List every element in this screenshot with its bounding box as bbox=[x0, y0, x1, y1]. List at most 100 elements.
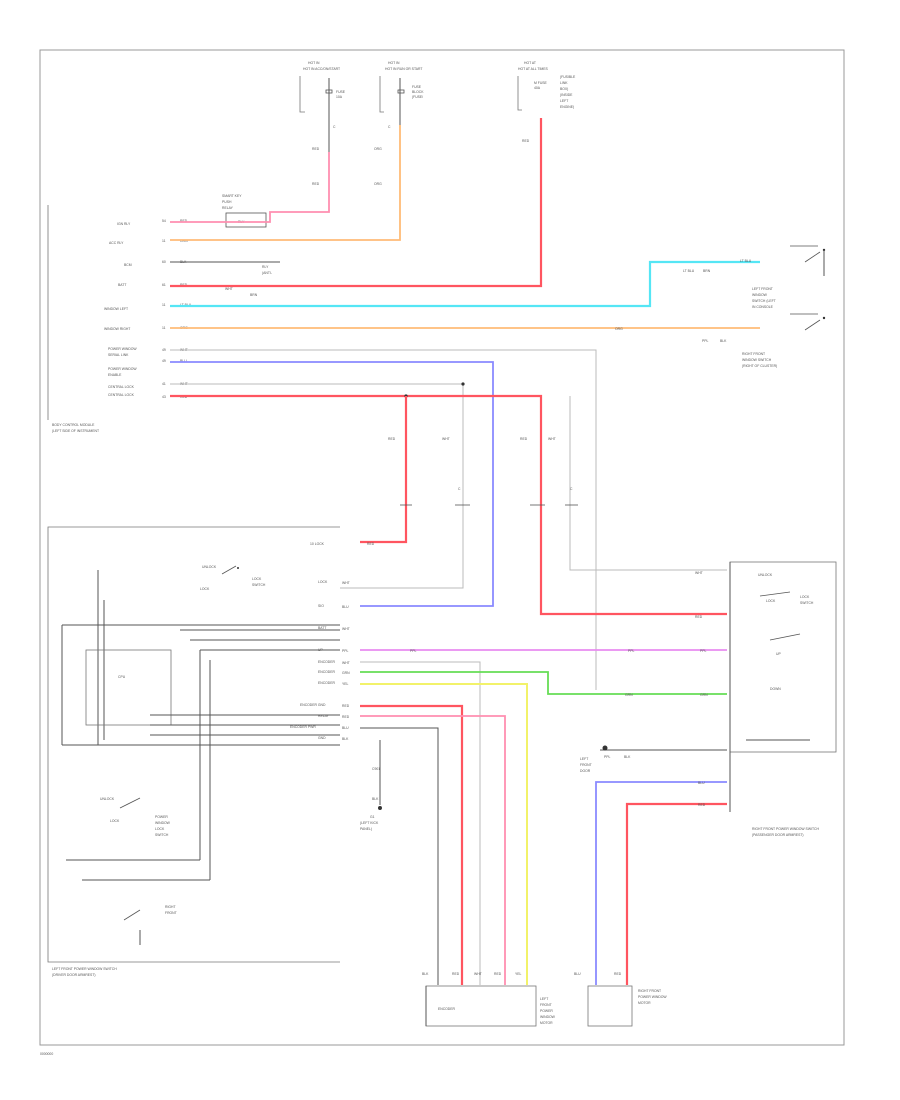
svg-text:WINDOW: WINDOW bbox=[540, 1015, 556, 1019]
svg-text:ENCODER PWR: ENCODER PWR bbox=[290, 725, 316, 729]
svg-text:WINDOW SWITCH: WINDOW SWITCH bbox=[742, 358, 772, 362]
svg-text:LINK: LINK bbox=[560, 81, 568, 85]
svg-text:LOCK: LOCK bbox=[110, 819, 120, 823]
svg-text:RED: RED bbox=[367, 542, 375, 546]
svg-text:BRN: BRN bbox=[250, 293, 258, 297]
svg-text:POWER: POWER bbox=[540, 1009, 553, 1013]
svg-text:C901: C901 bbox=[372, 767, 380, 771]
svg-text:FRONT: FRONT bbox=[540, 1003, 552, 1007]
svg-text:RED: RED bbox=[520, 437, 528, 441]
svg-text:UNLOCK: UNLOCK bbox=[202, 565, 217, 569]
svg-text:ENABLE: ENABLE bbox=[108, 373, 122, 377]
svg-text:60: 60 bbox=[162, 260, 166, 264]
svg-text:RIGHT FRONT POWER WINDOW SWITC: RIGHT FRONT POWER WINDOW SWITCH bbox=[752, 827, 819, 831]
svg-text:WHT: WHT bbox=[442, 437, 450, 441]
svg-text:PPL: PPL bbox=[702, 339, 709, 343]
body-control-module: IGN RLY ACC RLY BCM BATT WINDOW LEFT WIN… bbox=[47, 205, 137, 433]
svg-text:LOCK: LOCK bbox=[800, 595, 810, 599]
svg-text:PPL: PPL bbox=[604, 755, 611, 759]
right-motor: RIGHT FRONT POWER WINDOW MOTOR BLU RED bbox=[574, 972, 667, 1027]
svg-text:43: 43 bbox=[162, 395, 166, 399]
svg-text:61: 61 bbox=[162, 283, 166, 287]
svg-text:C: C bbox=[388, 125, 391, 129]
svg-text:DOWN: DOWN bbox=[770, 687, 781, 691]
wire-blue-motor bbox=[595, 781, 727, 985]
svg-text:ORG: ORG bbox=[374, 147, 382, 151]
svg-text:RIGHT FRONT: RIGHT FRONT bbox=[638, 989, 661, 993]
wire-red-batt bbox=[170, 118, 543, 288]
svg-text:ENCODER GND: ENCODER GND bbox=[300, 703, 326, 707]
wire-orange bbox=[170, 125, 401, 241]
svg-text:ACC RLY: ACC RLY bbox=[109, 241, 124, 245]
svg-text:UP: UP bbox=[776, 652, 781, 656]
svg-text:BLK: BLK bbox=[624, 755, 631, 759]
svg-text:SWITCH (LEFT: SWITCH (LEFT bbox=[752, 299, 776, 303]
svg-text:IN CONSOLE: IN CONSOLE bbox=[752, 305, 774, 309]
wire-white-serial bbox=[170, 349, 597, 690]
svg-text:RED: RED bbox=[312, 182, 320, 186]
svg-text:BLK: BLK bbox=[372, 797, 379, 801]
encoder-motor: ENCODER LEFT FRONT POWER WINDOW MOTOR BL… bbox=[422, 972, 556, 1027]
svg-text:ENCODER: ENCODER bbox=[438, 1007, 456, 1011]
svg-text:WINDOW: WINDOW bbox=[752, 293, 768, 297]
left-rear-switch: LEFT FRONT WINDOW SWITCH (LEFT IN CONSOL… bbox=[752, 245, 826, 309]
svg-text:RED: RED bbox=[522, 139, 530, 143]
svg-text:BATT: BATT bbox=[318, 626, 326, 630]
svg-text:SWITCH: SWITCH bbox=[155, 833, 169, 837]
svg-text:WHT: WHT bbox=[695, 571, 703, 575]
svg-text:FRONT: FRONT bbox=[580, 763, 592, 767]
svg-text:RED: RED bbox=[494, 972, 502, 976]
svg-text:C: C bbox=[458, 487, 461, 491]
svg-text:(INSIDE: (INSIDE bbox=[560, 93, 573, 97]
svg-text:WINDOW RIGHT: WINDOW RIGHT bbox=[104, 327, 130, 331]
svg-text:(FUSE/: (FUSE/ bbox=[412, 95, 423, 99]
svg-text:CENTRAL LOCK: CENTRAL LOCK bbox=[108, 393, 135, 397]
svg-text:FUSE: FUSE bbox=[336, 90, 346, 94]
svg-text:54: 54 bbox=[162, 219, 166, 223]
svg-text:MOTOR: MOTOR bbox=[540, 1021, 553, 1025]
svg-text:PPL: PPL bbox=[342, 649, 349, 653]
svg-text:WHT: WHT bbox=[548, 437, 556, 441]
svg-text:PUSH: PUSH bbox=[222, 200, 232, 204]
svg-text:BLU: BLU bbox=[698, 781, 705, 785]
svg-text:RIGHT FRONT: RIGHT FRONT bbox=[742, 352, 765, 356]
svg-text:M FUSE: M FUSE bbox=[534, 81, 548, 85]
svg-text:RIGHT: RIGHT bbox=[165, 905, 176, 909]
svg-text:LOCK: LOCK bbox=[766, 599, 776, 603]
svg-text:BLK: BLK bbox=[422, 972, 429, 976]
svg-text:10 LOCK: 10 LOCK bbox=[310, 542, 325, 546]
svg-text:PPL: PPL bbox=[700, 649, 707, 653]
svg-text:(LEFT KICK: (LEFT KICK bbox=[360, 821, 379, 825]
svg-text:LT BLU: LT BLU bbox=[683, 269, 695, 273]
svg-text:HOT IN: HOT IN bbox=[388, 61, 400, 65]
svg-text:CENTRAL LOCK: CENTRAL LOCK bbox=[108, 385, 135, 389]
svg-text:GND: GND bbox=[318, 736, 326, 740]
svg-text:HOT AT ALL TIMES: HOT AT ALL TIMES bbox=[518, 67, 549, 71]
svg-text:CPU: CPU bbox=[118, 675, 126, 679]
svg-text:RLY: RLY bbox=[262, 265, 269, 269]
svg-text:SMART KEY: SMART KEY bbox=[222, 194, 242, 198]
svg-text:HOT IN ACC/ON/START: HOT IN ACC/ON/START bbox=[303, 67, 340, 71]
svg-text:BLOCK: BLOCK bbox=[412, 90, 424, 94]
svg-text:BLK: BLK bbox=[342, 737, 349, 741]
svg-text:RED: RED bbox=[342, 715, 350, 719]
svg-text:49: 49 bbox=[162, 348, 166, 352]
svg-text:FUSE: FUSE bbox=[412, 85, 422, 89]
svg-text:MOTOR: MOTOR bbox=[638, 1001, 651, 1005]
svg-text:ENCODER: ENCODER bbox=[318, 681, 336, 685]
svg-text:BLU: BLU bbox=[342, 605, 349, 609]
svg-text:RED: RED bbox=[452, 972, 460, 976]
wire-blue bbox=[170, 361, 494, 607]
svg-text:LOCK: LOCK bbox=[318, 580, 328, 584]
right-rear-switch: RIGHT FRONT WINDOW SWITCH (RIGHT OF CLUS… bbox=[742, 313, 826, 368]
wire-red-encoder bbox=[360, 704, 464, 985]
svg-text:HOT IN RUN OR START: HOT IN RUN OR START bbox=[385, 67, 423, 71]
wire-cyan bbox=[170, 260, 760, 308]
wire-white-right bbox=[569, 396, 727, 571]
svg-text:40A: 40A bbox=[534, 86, 541, 90]
svg-text:LOCK: LOCK bbox=[200, 587, 210, 591]
wire-red-relay bbox=[360, 715, 506, 985]
svg-text:WHT: WHT bbox=[342, 581, 350, 585]
svg-text:SIO: SIO bbox=[318, 604, 324, 608]
switch-pins: LOCK WHT SIO BLU BATT WHT UP PPL ENCODER… bbox=[290, 580, 350, 741]
